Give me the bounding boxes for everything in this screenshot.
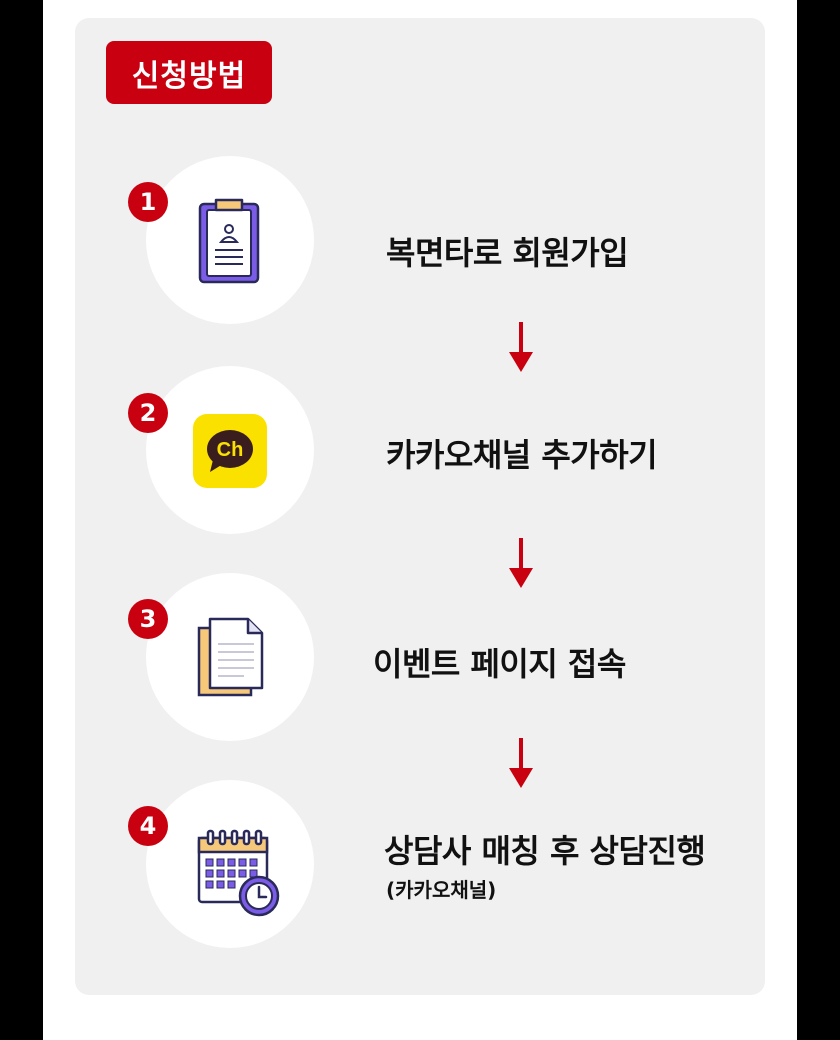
arrow-down-icon — [509, 738, 533, 788]
step-4-sublabel: (카카오채널) — [386, 878, 497, 902]
step-2-label: 카카오채널 추가하기 — [386, 436, 658, 474]
step-1-label: 복면타로 회원가입 — [386, 234, 629, 272]
documents-icon — [197, 617, 264, 697]
step-2-number: 2 — [128, 393, 168, 433]
step-3-number: 3 — [128, 599, 168, 639]
section-title-badge: 신청방법 — [106, 41, 272, 104]
arrow-down-icon — [509, 538, 533, 588]
kakao-channel-icon: Ch — [193, 414, 267, 488]
step-4-label: 상담사 매칭 후 상담진행 — [384, 832, 706, 870]
clipboard-profile-icon — [198, 198, 260, 284]
step-1-number: 1 — [128, 182, 168, 222]
step-4-number: 4 — [128, 806, 168, 846]
calendar-clock-icon — [197, 829, 280, 917]
arrow-down-icon — [509, 322, 533, 372]
step-3-label: 이벤트 페이지 접속 — [373, 645, 626, 683]
kakao-channel-icon-text: Ch — [217, 439, 244, 461]
